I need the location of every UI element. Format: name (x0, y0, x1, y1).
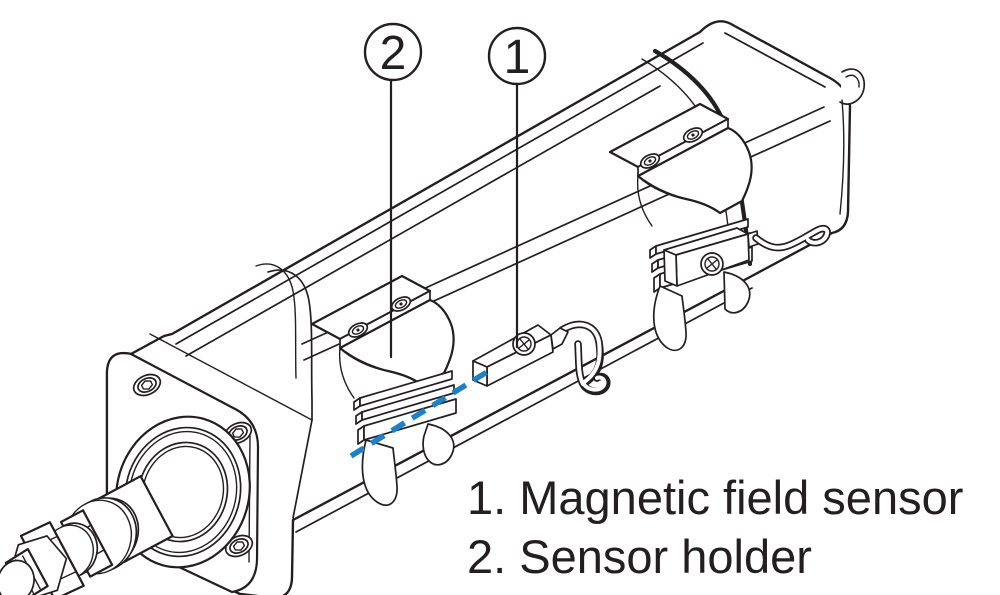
sensor-cable (558, 320, 611, 396)
sensor-screw (700, 252, 724, 276)
cushion-nub (839, 68, 866, 105)
holder-screw (390, 296, 412, 312)
sensor-screw (512, 332, 536, 356)
holder-screw (682, 127, 704, 143)
flange-screw (224, 534, 254, 558)
sensor-holder-middle (310, 274, 457, 506)
piston-rod-assembly (0, 415, 251, 595)
holder-screw (639, 153, 661, 169)
sensor-rail (353, 370, 457, 445)
callout-2-number: 2 (380, 27, 407, 80)
legend-item-1: 1. Magnetic field sensor (467, 471, 963, 524)
insertion-path-dashed-line (349, 369, 489, 459)
legend-item-2: 2. Sensor holder (467, 530, 812, 583)
callout-1-number: 1 (504, 31, 531, 84)
legend: 1. Magnetic field sensor 2. Sensor holde… (467, 471, 963, 583)
magnetic-field-sensor-loose (472, 320, 611, 396)
callout-1: 1 (487, 26, 547, 86)
sensor-cable-rear (752, 224, 831, 252)
callout-2: 2 (363, 22, 423, 82)
sensor-holder-rear (608, 102, 831, 352)
magnetic-field-sensor-mounted (663, 224, 831, 287)
flange-screw (132, 373, 162, 397)
holder-screw (347, 322, 369, 338)
rod-threaded-tip (0, 548, 49, 595)
